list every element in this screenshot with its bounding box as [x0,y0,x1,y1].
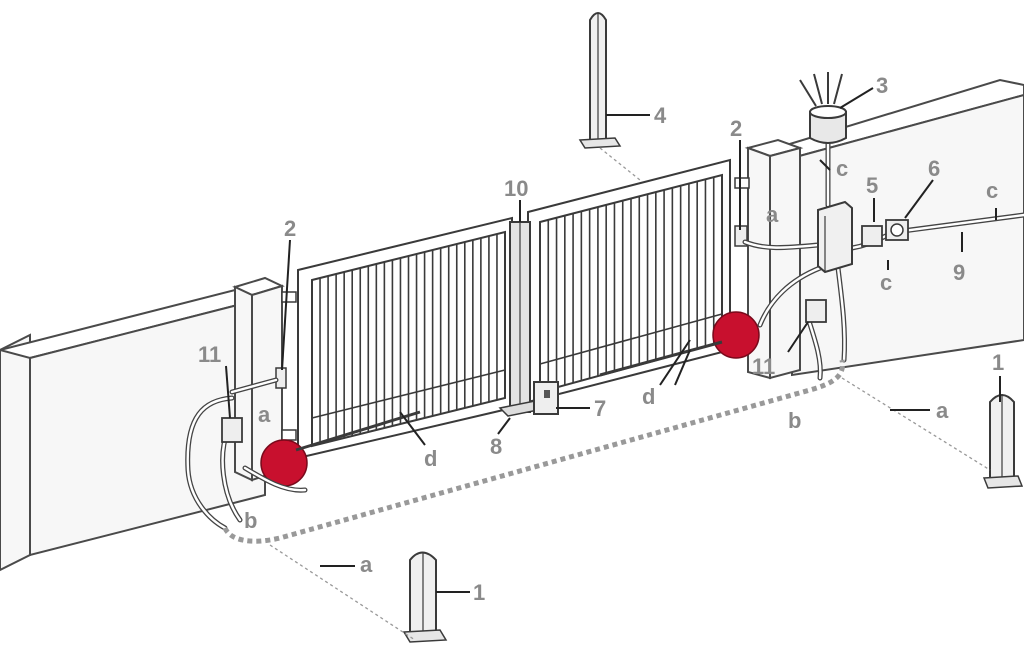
gate-rail [311,369,506,419]
sight-line-front [269,544,416,641]
label-7: 7 [594,396,606,421]
label-8: 8 [490,434,502,459]
label-1-right: 1 [992,350,1004,375]
right-gate-leaf [527,158,731,404]
center-lock-post [509,221,531,413]
main-switch [885,219,909,241]
sight-line-back [599,147,641,181]
label-9: 9 [953,260,965,285]
sight-line-right [841,377,991,471]
label-d-right: d [642,384,655,409]
photocell-column-back [578,12,622,149]
label-a-left-post: a [258,402,271,427]
label-11-left: 11 [198,342,221,367]
left-hinges [281,291,297,441]
label-c-mid: c [880,270,892,295]
label-c-top: c [836,156,848,181]
label-b-left: b [244,508,257,533]
photocell-column-right [982,394,1024,489]
label-1-left: 1 [473,580,485,605]
junction-box-right [805,299,827,323]
label-b-right: b [788,408,801,433]
key-selector [861,225,883,247]
electric-lock [533,381,559,415]
underground-conduit [222,359,846,544]
junction-box-left [221,417,243,443]
label-5: 5 [866,173,878,198]
label-10: 10 [504,176,528,201]
label-a-bottom: a [360,552,373,577]
leader-lines [225,87,1001,593]
control-unit [817,200,853,274]
label-c-right: c [986,178,998,203]
right-hinges [734,177,750,189]
label-2-right: 2 [730,116,742,141]
photocell-column-front [402,551,448,643]
label-4: 4 [654,103,667,128]
label-a-right-bottom: a [936,398,949,423]
flashing-lamp [799,72,847,144]
motor-right-icon [712,311,760,359]
label-2-left: 2 [284,216,296,241]
label-a-right-top: a [766,202,779,227]
left-wall [0,288,269,572]
gate-rail [539,313,723,365]
label-6: 6 [928,156,940,181]
label-d-left: d [424,446,437,471]
left-gate-leaf [297,216,513,460]
label-11-right: 11 [752,354,775,379]
labels: 1 1 2 2 3 4 5 6 7 8 9 10 11 11 a a a a b… [198,73,1004,605]
label-3: 3 [876,73,888,98]
